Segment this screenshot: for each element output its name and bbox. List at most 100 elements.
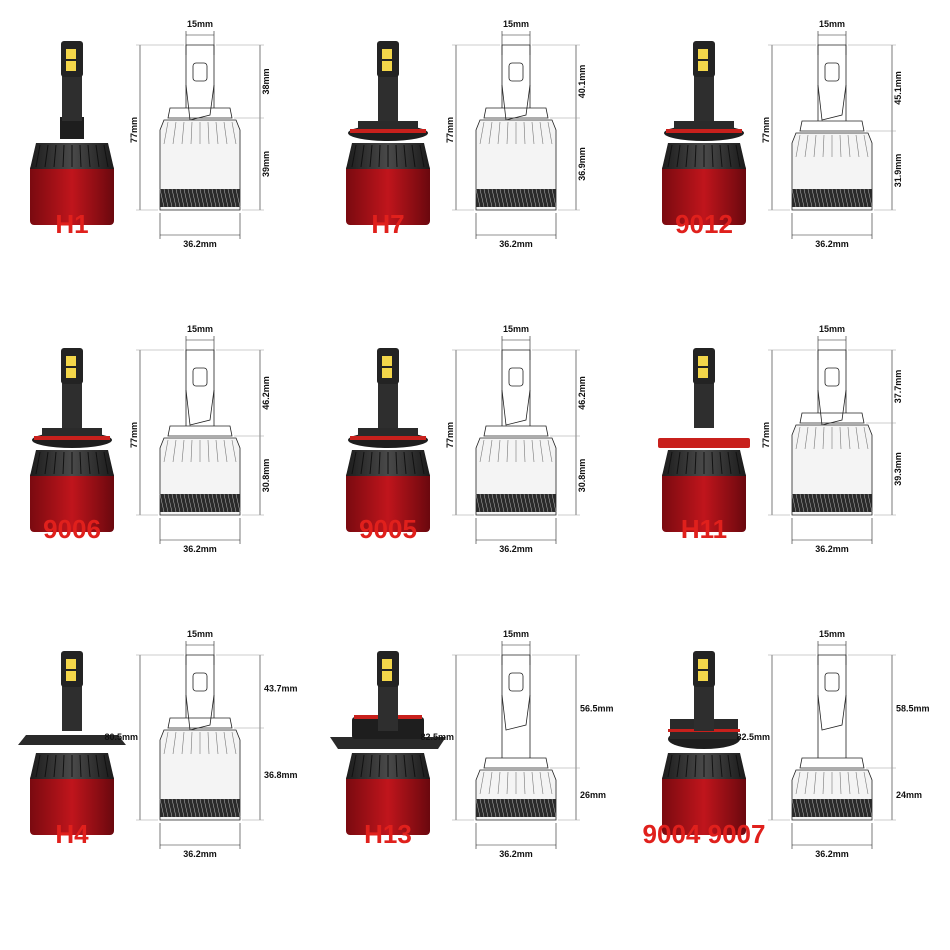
top-width-label: 15mm xyxy=(819,324,845,334)
upper-height-label: 56.5mm xyxy=(580,704,614,714)
bulb-neck xyxy=(62,378,82,428)
mesh-band xyxy=(792,189,872,207)
fin-outline xyxy=(163,121,169,145)
bulb-neck xyxy=(694,71,714,121)
mesh-line xyxy=(847,188,853,208)
fin-outline xyxy=(547,439,553,463)
fin-outline xyxy=(190,439,193,463)
model-label: 9004 9007 xyxy=(642,819,766,849)
mesh-line xyxy=(823,188,829,208)
fin-outline xyxy=(181,121,185,145)
base-width-label: 36.2mm xyxy=(183,849,217,859)
bulb-photo xyxy=(662,651,746,835)
mesh-line xyxy=(207,798,213,818)
mesh-line xyxy=(207,188,213,208)
mesh-line xyxy=(175,188,181,208)
collar-body xyxy=(674,121,734,129)
fin-line xyxy=(62,754,65,778)
total-height-label: 80.5mm xyxy=(104,732,138,742)
mesh-line xyxy=(483,798,489,818)
mesh-line xyxy=(163,798,169,818)
collar-outline xyxy=(483,757,549,769)
fin-line xyxy=(103,754,109,778)
mesh-line xyxy=(167,798,173,818)
led-chip xyxy=(698,368,708,378)
led-chip xyxy=(382,49,392,59)
mesh-line xyxy=(475,188,481,208)
head-outline xyxy=(185,44,215,121)
mesh-line xyxy=(527,798,533,818)
mesh-line xyxy=(227,493,233,513)
mesh-line xyxy=(511,188,517,208)
fin-line xyxy=(360,451,365,475)
lower-height-label: 24mm xyxy=(896,790,922,800)
heatsink-red xyxy=(30,165,114,225)
fin-line xyxy=(411,754,416,778)
fin-line xyxy=(378,144,381,168)
mesh-line xyxy=(547,188,553,208)
collar-ring xyxy=(666,129,742,133)
neck-outline xyxy=(817,85,847,121)
lower-height-label: 39mm xyxy=(261,151,271,177)
mesh-line xyxy=(807,188,813,208)
mesh-line xyxy=(551,493,557,513)
fin-line xyxy=(419,451,425,475)
mesh-line xyxy=(191,798,197,818)
fin-outline xyxy=(163,439,169,463)
mesh-line xyxy=(195,798,201,818)
mesh-line xyxy=(827,798,833,818)
fin-outline xyxy=(839,771,842,795)
fin-outline xyxy=(163,731,169,755)
fin-line xyxy=(676,754,681,778)
mesh-line xyxy=(815,188,821,208)
fin-line xyxy=(79,451,82,475)
mesh-line xyxy=(863,493,869,513)
mesh-line xyxy=(507,188,513,208)
fin-line xyxy=(351,754,357,778)
fin-outline xyxy=(547,771,553,795)
mesh-line xyxy=(231,188,237,208)
fin-line xyxy=(35,144,41,168)
mesh-line xyxy=(539,798,545,818)
mesh-line xyxy=(515,493,521,513)
top-width-label: 15mm xyxy=(503,629,529,639)
upper-height-label: 46.2mm xyxy=(261,376,271,410)
fin-outline xyxy=(479,439,485,463)
fin-line xyxy=(667,144,673,168)
mesh-line xyxy=(223,493,229,513)
mesh-line xyxy=(839,188,845,208)
mesh-line xyxy=(479,493,485,513)
bulb-photo xyxy=(658,348,750,532)
chip-outline xyxy=(192,62,208,82)
mesh-line xyxy=(855,798,861,818)
mesh-line xyxy=(487,188,493,208)
mesh-line xyxy=(171,493,177,513)
mesh-line xyxy=(191,493,197,513)
fin-outline xyxy=(847,771,851,795)
collar-flange xyxy=(330,737,446,749)
mesh-line xyxy=(515,188,521,208)
fin-line xyxy=(87,451,91,475)
upper-height-label: 45.1mm xyxy=(893,71,903,105)
fin-line xyxy=(676,144,681,168)
mesh-line xyxy=(187,798,193,818)
fin-outline xyxy=(223,439,228,463)
base-width-label: 36.2mm xyxy=(815,544,849,554)
mesh-line xyxy=(859,493,865,513)
model-label: H4 xyxy=(55,819,89,849)
total-height-label: 82.5mm xyxy=(420,732,454,742)
lower-height-label: 30.8mm xyxy=(577,459,587,493)
fin-line xyxy=(62,451,65,475)
led-chip xyxy=(698,659,708,669)
mesh-line xyxy=(791,493,797,513)
mesh-line xyxy=(215,188,221,208)
collar-outline xyxy=(799,757,865,769)
upper-height-label: 40.1mm xyxy=(577,65,587,99)
fin-outline xyxy=(223,121,228,145)
fin-line xyxy=(395,754,398,778)
heatsink-outline xyxy=(159,729,241,821)
fin-outline xyxy=(822,771,825,795)
top-width-label: 15mm xyxy=(819,19,845,29)
